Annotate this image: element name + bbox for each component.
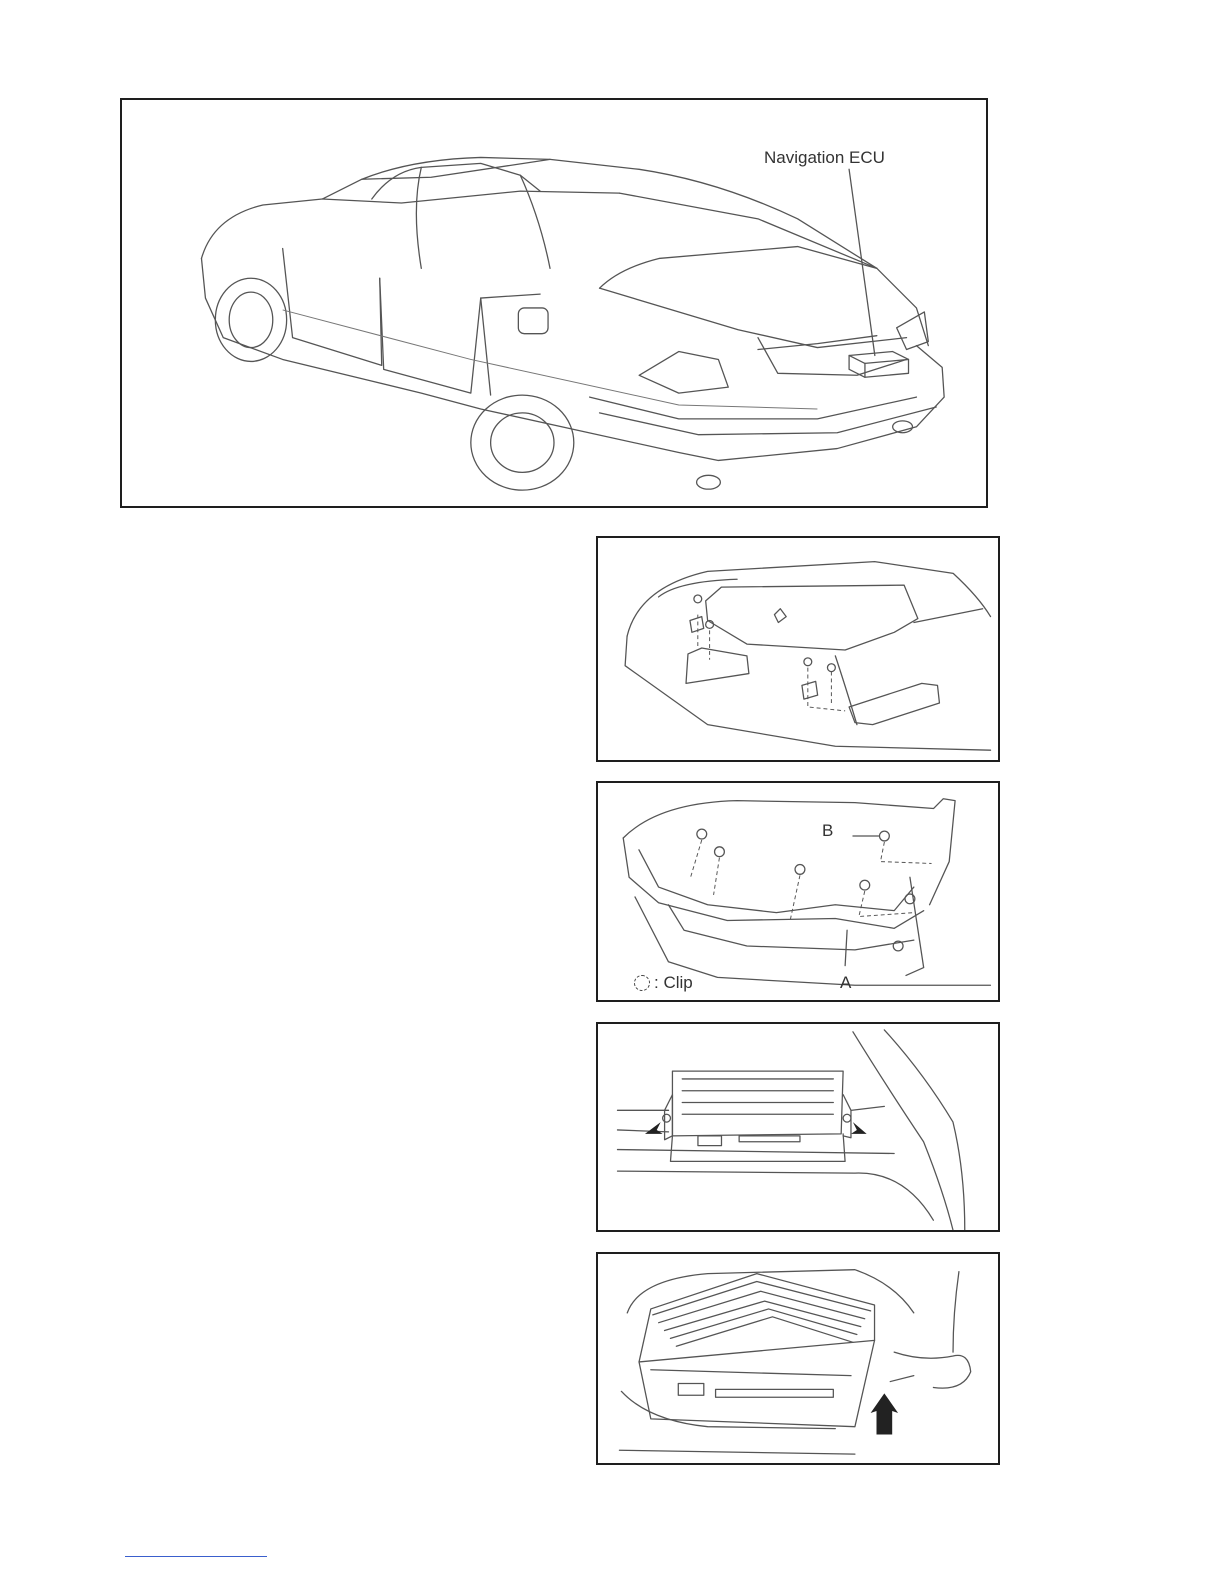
- trunk-floor-removal-figure: [596, 536, 1000, 762]
- clip-legend-label: : Clip: [654, 973, 693, 993]
- trunk-trim-illustration: [598, 783, 998, 1000]
- clip-legend-icon: [634, 975, 650, 991]
- footer-link-underline: [125, 1556, 267, 1557]
- callout-a-label: A: [840, 973, 851, 993]
- navigation-ecu-label: Navigation ECU: [764, 148, 885, 168]
- vehicle-location-figure: Navigation ECU: [120, 98, 988, 508]
- callout-b-label: B: [822, 821, 833, 841]
- ecu-bracket-bolts-figure: [596, 1022, 1000, 1232]
- trunk-trim-removal-figure: B A : Clip: [596, 781, 1000, 1002]
- trunk-floor-illustration: [598, 538, 998, 760]
- ecu-bracket-illustration: [598, 1024, 998, 1230]
- ecu-removal-illustration: [598, 1254, 998, 1463]
- ecu-removal-figure: [596, 1252, 1000, 1465]
